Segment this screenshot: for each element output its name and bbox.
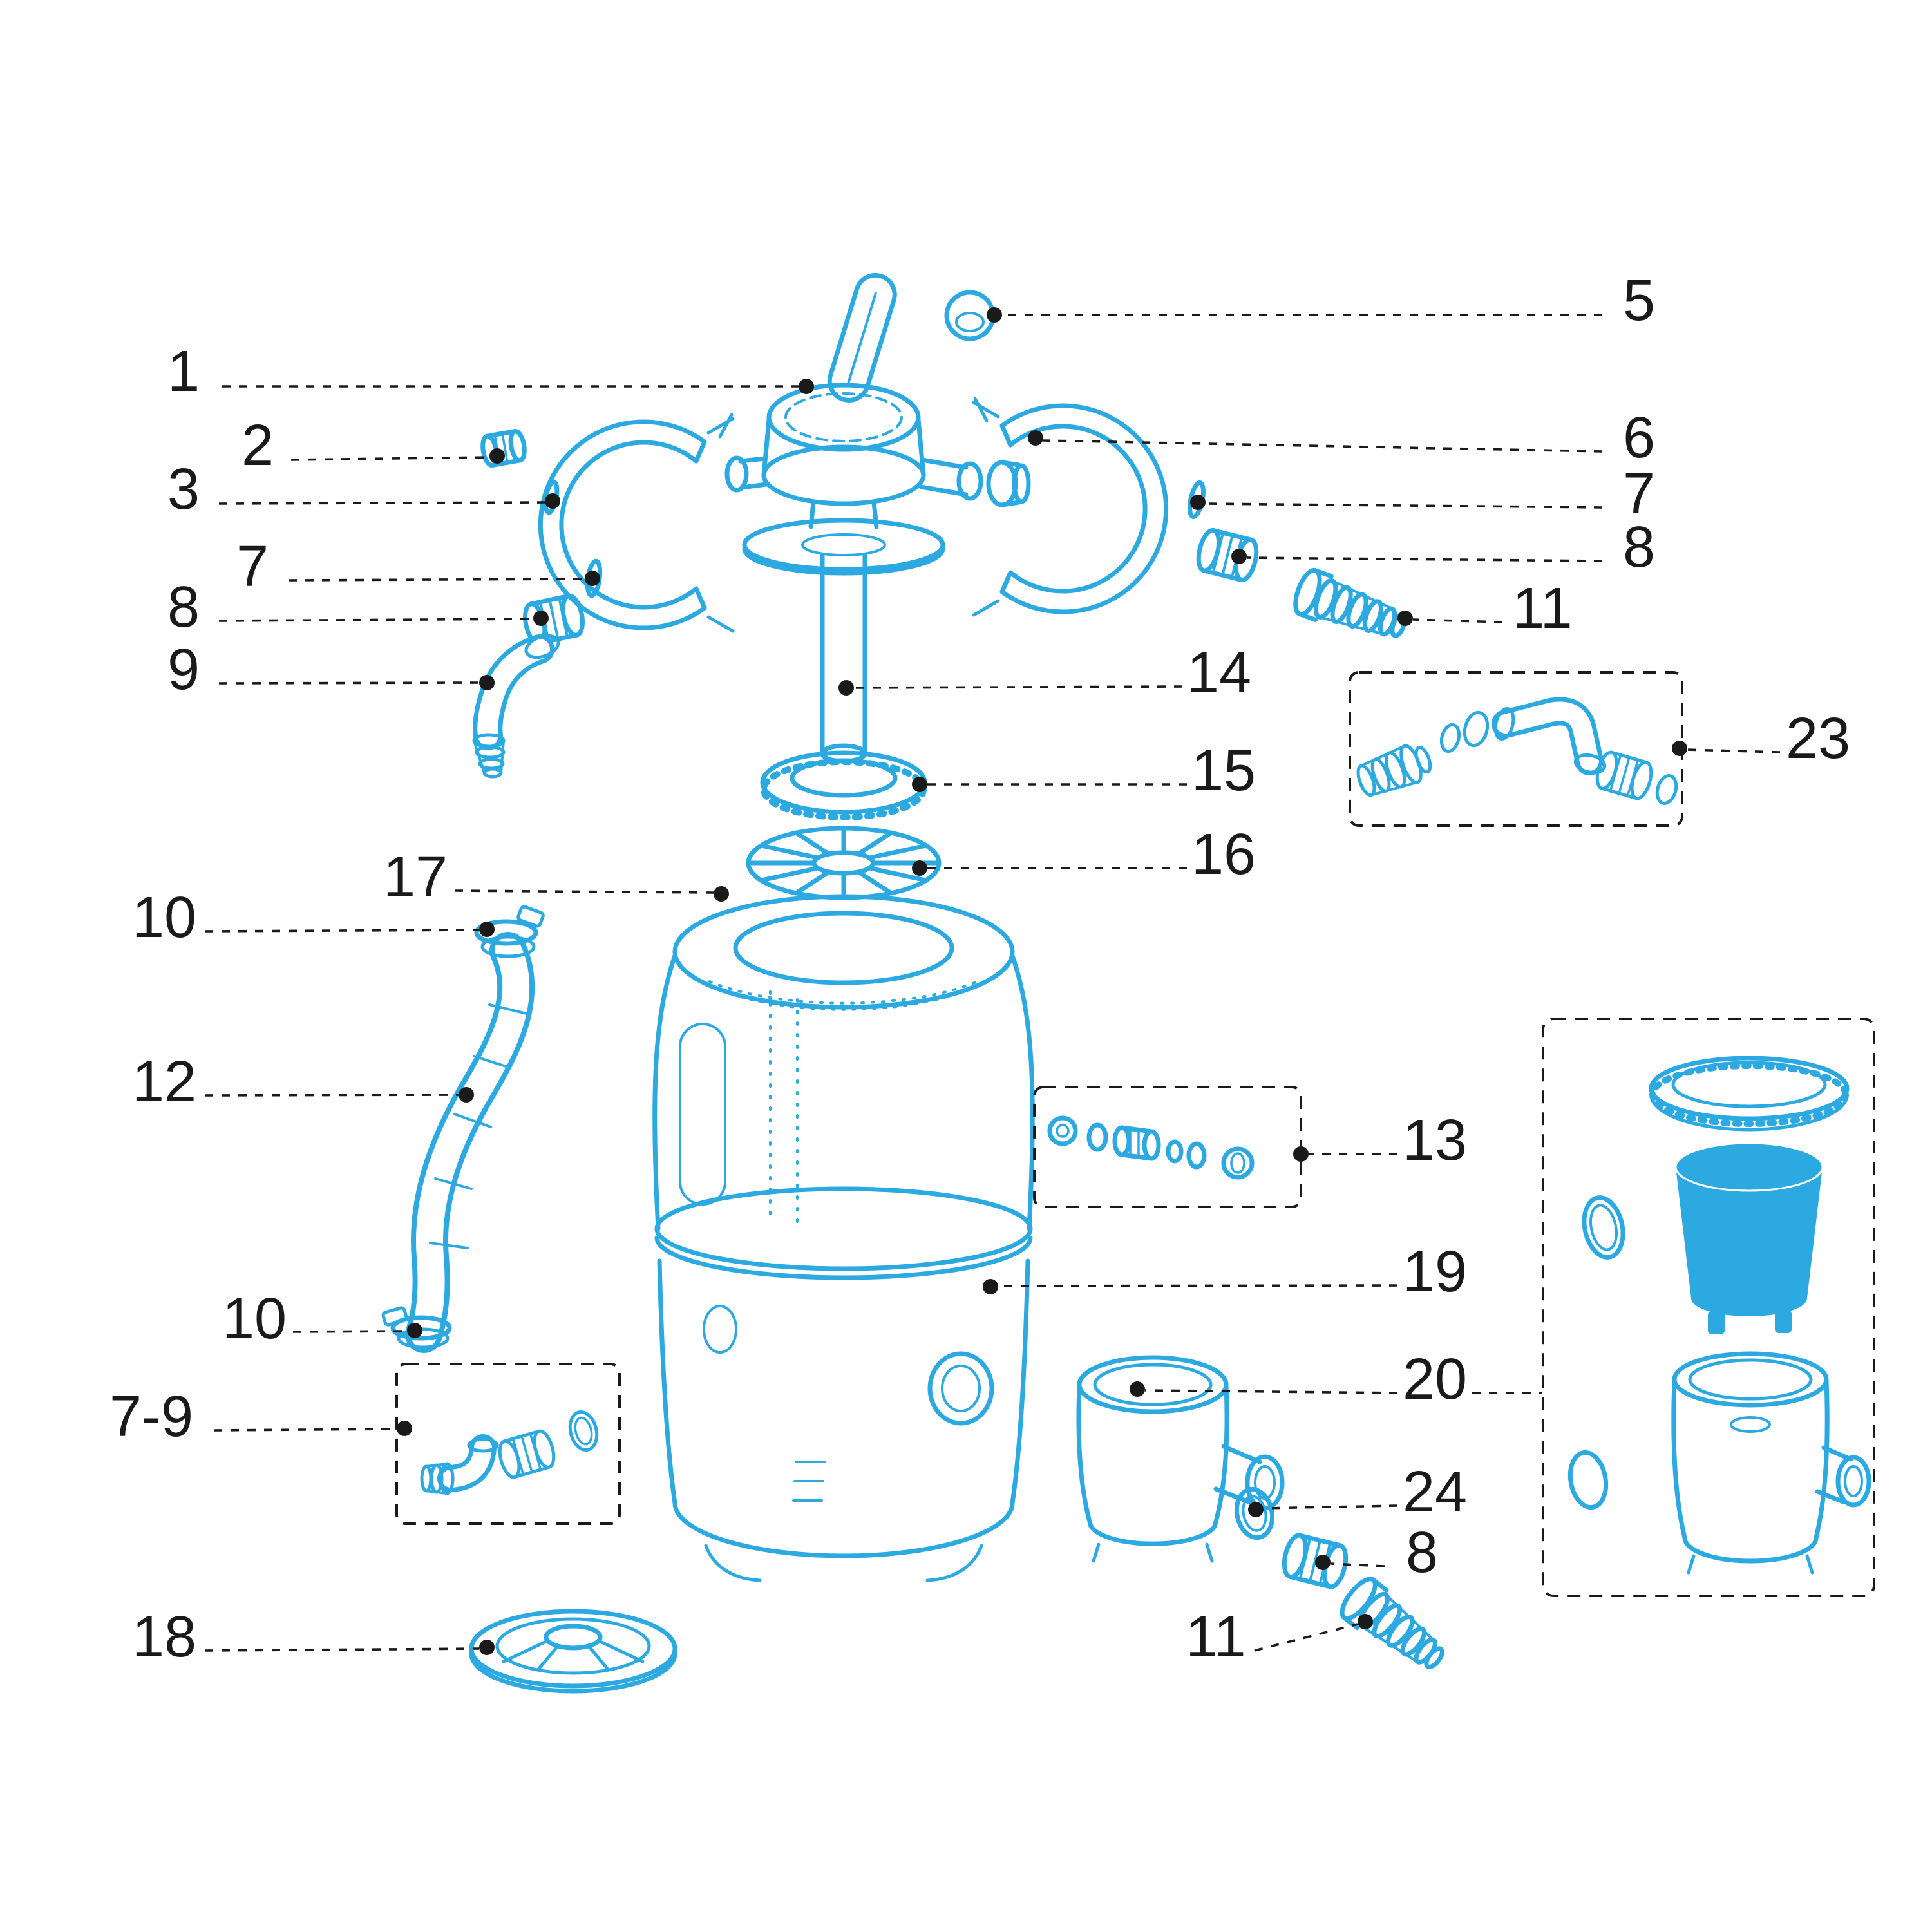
callout-8-right: 8 bbox=[1231, 515, 1655, 580]
part-o-ring-housing bbox=[1567, 1450, 1609, 1510]
drawing bbox=[381, 273, 1875, 1694]
part-elbow-fitting-left bbox=[472, 634, 560, 779]
callout-label-8-bottom: 8 bbox=[1406, 1520, 1438, 1585]
part-locking-collar bbox=[760, 750, 927, 820]
callout-label-6: 6 bbox=[1623, 406, 1655, 470]
callout-label-8-right: 8 bbox=[1623, 515, 1655, 580]
part-hose-nut-right bbox=[1196, 528, 1259, 582]
part-filter-tank-body bbox=[652, 894, 1035, 1582]
callout-label-12: 12 bbox=[132, 1050, 196, 1114]
callout-label-20: 20 bbox=[1403, 1347, 1467, 1412]
callout-label-23: 23 bbox=[1786, 706, 1850, 771]
callout-label-5: 5 bbox=[1623, 269, 1655, 333]
callout-label-1: 1 bbox=[167, 339, 200, 404]
callout-7-9: 7-9 bbox=[109, 1385, 412, 1449]
part-hose-nut-bottom bbox=[1282, 1533, 1349, 1589]
callout-20: 20 bbox=[1130, 1347, 1542, 1412]
callout-10-top: 10 bbox=[132, 886, 495, 950]
part-flange-clamp-left bbox=[538, 413, 735, 633]
callout-11-right: 11 bbox=[1397, 576, 1573, 641]
part-flange-clamp-right bbox=[972, 397, 1169, 617]
callout-1: 1 bbox=[167, 339, 814, 404]
callout-15: 15 bbox=[912, 739, 1256, 803]
callout-11-bottom: 11 bbox=[1186, 1605, 1373, 1669]
callout-label-7-right: 7 bbox=[1623, 462, 1655, 526]
callout-17: 17 bbox=[383, 845, 729, 909]
part-housing-lid bbox=[1649, 1056, 1850, 1132]
callout-label-11-bottom: 11 bbox=[1186, 1605, 1245, 1669]
callout-9: 9 bbox=[167, 638, 495, 702]
callout-label-17: 17 bbox=[383, 845, 448, 909]
part-fitting-kit-parts bbox=[420, 1410, 599, 1495]
callout-label-18: 18 bbox=[132, 1605, 196, 1669]
callout-14: 14 bbox=[838, 641, 1251, 705]
callout-label-10-bottom: 10 bbox=[222, 1287, 287, 1351]
part-drain-nut bbox=[480, 428, 527, 468]
part-elbow-adapter-parts bbox=[1356, 697, 1678, 805]
callout-label-24: 24 bbox=[1403, 1460, 1467, 1524]
callout-23: 23 bbox=[1672, 706, 1850, 771]
part-multiport-valve bbox=[724, 273, 1031, 576]
part-valve-cap bbox=[944, 290, 996, 341]
callout-12: 12 bbox=[132, 1050, 474, 1114]
callout-8-bottom: 8 bbox=[1315, 1520, 1438, 1585]
callout-label-13: 13 bbox=[1403, 1108, 1467, 1173]
callout-18: 18 bbox=[132, 1605, 495, 1669]
callout-7-right: 7 bbox=[1190, 462, 1655, 526]
part-strainer-plate bbox=[746, 826, 942, 900]
callout-label-14: 14 bbox=[1187, 641, 1251, 705]
part-hose-adapter-right bbox=[1293, 567, 1407, 638]
callouts: 1 2 3 5 6 7 8 11 bbox=[109, 269, 1850, 1669]
part-hose-clamp-bottom bbox=[381, 1306, 452, 1341]
part-o-ring-lid bbox=[1582, 1195, 1625, 1260]
callout-label-9: 9 bbox=[167, 638, 200, 702]
callout-16: 16 bbox=[912, 822, 1256, 887]
callout-3: 3 bbox=[167, 457, 560, 522]
part-filter-basket bbox=[1674, 1142, 1824, 1334]
part-drain-valve-parts bbox=[1047, 1115, 1255, 1180]
callout-label-7-left: 7 bbox=[236, 535, 269, 599]
callout-label-15: 15 bbox=[1191, 739, 1256, 803]
callout-label-10-top: 10 bbox=[132, 886, 196, 950]
callout-label-11-right: 11 bbox=[1512, 576, 1572, 641]
callout-label-8-left: 8 bbox=[167, 575, 200, 639]
part-pump-housing bbox=[1671, 1351, 1871, 1575]
part-standpipe bbox=[820, 553, 867, 764]
callout-2: 2 bbox=[242, 413, 505, 478]
callout-10-bottom: 10 bbox=[222, 1287, 422, 1351]
callout-6: 6 bbox=[1028, 406, 1655, 470]
callout-19: 19 bbox=[983, 1240, 1467, 1304]
callout-5: 5 bbox=[987, 269, 1655, 333]
callout-7-left: 7 bbox=[236, 535, 600, 599]
callout-label-2: 2 bbox=[242, 413, 274, 478]
callout-24: 24 bbox=[1248, 1460, 1467, 1524]
callout-label-16: 16 bbox=[1191, 822, 1256, 887]
group-fitting-kit bbox=[395, 1363, 621, 1525]
callout-label-3: 3 bbox=[167, 457, 200, 522]
callout-13: 13 bbox=[1293, 1108, 1467, 1173]
part-hose-adapter-bottom bbox=[1340, 1577, 1444, 1669]
part-connection-hose bbox=[397, 932, 536, 1353]
callout-label-19: 19 bbox=[1403, 1240, 1467, 1304]
group-elbow-adapter-kit bbox=[1349, 671, 1683, 827]
callout-label-7-9: 7-9 bbox=[109, 1385, 193, 1449]
part-pump-prefilter-housing bbox=[1076, 1355, 1285, 1563]
callout-8-left: 8 bbox=[167, 575, 549, 639]
group-pump-housing-kit bbox=[1542, 1018, 1875, 1597]
group-drain-valve-kit bbox=[1033, 1086, 1302, 1208]
part-o-ring-24 bbox=[1234, 1486, 1275, 1540]
part-base-cap bbox=[469, 1609, 677, 1694]
part-hose-clamp-top bbox=[474, 905, 545, 946]
